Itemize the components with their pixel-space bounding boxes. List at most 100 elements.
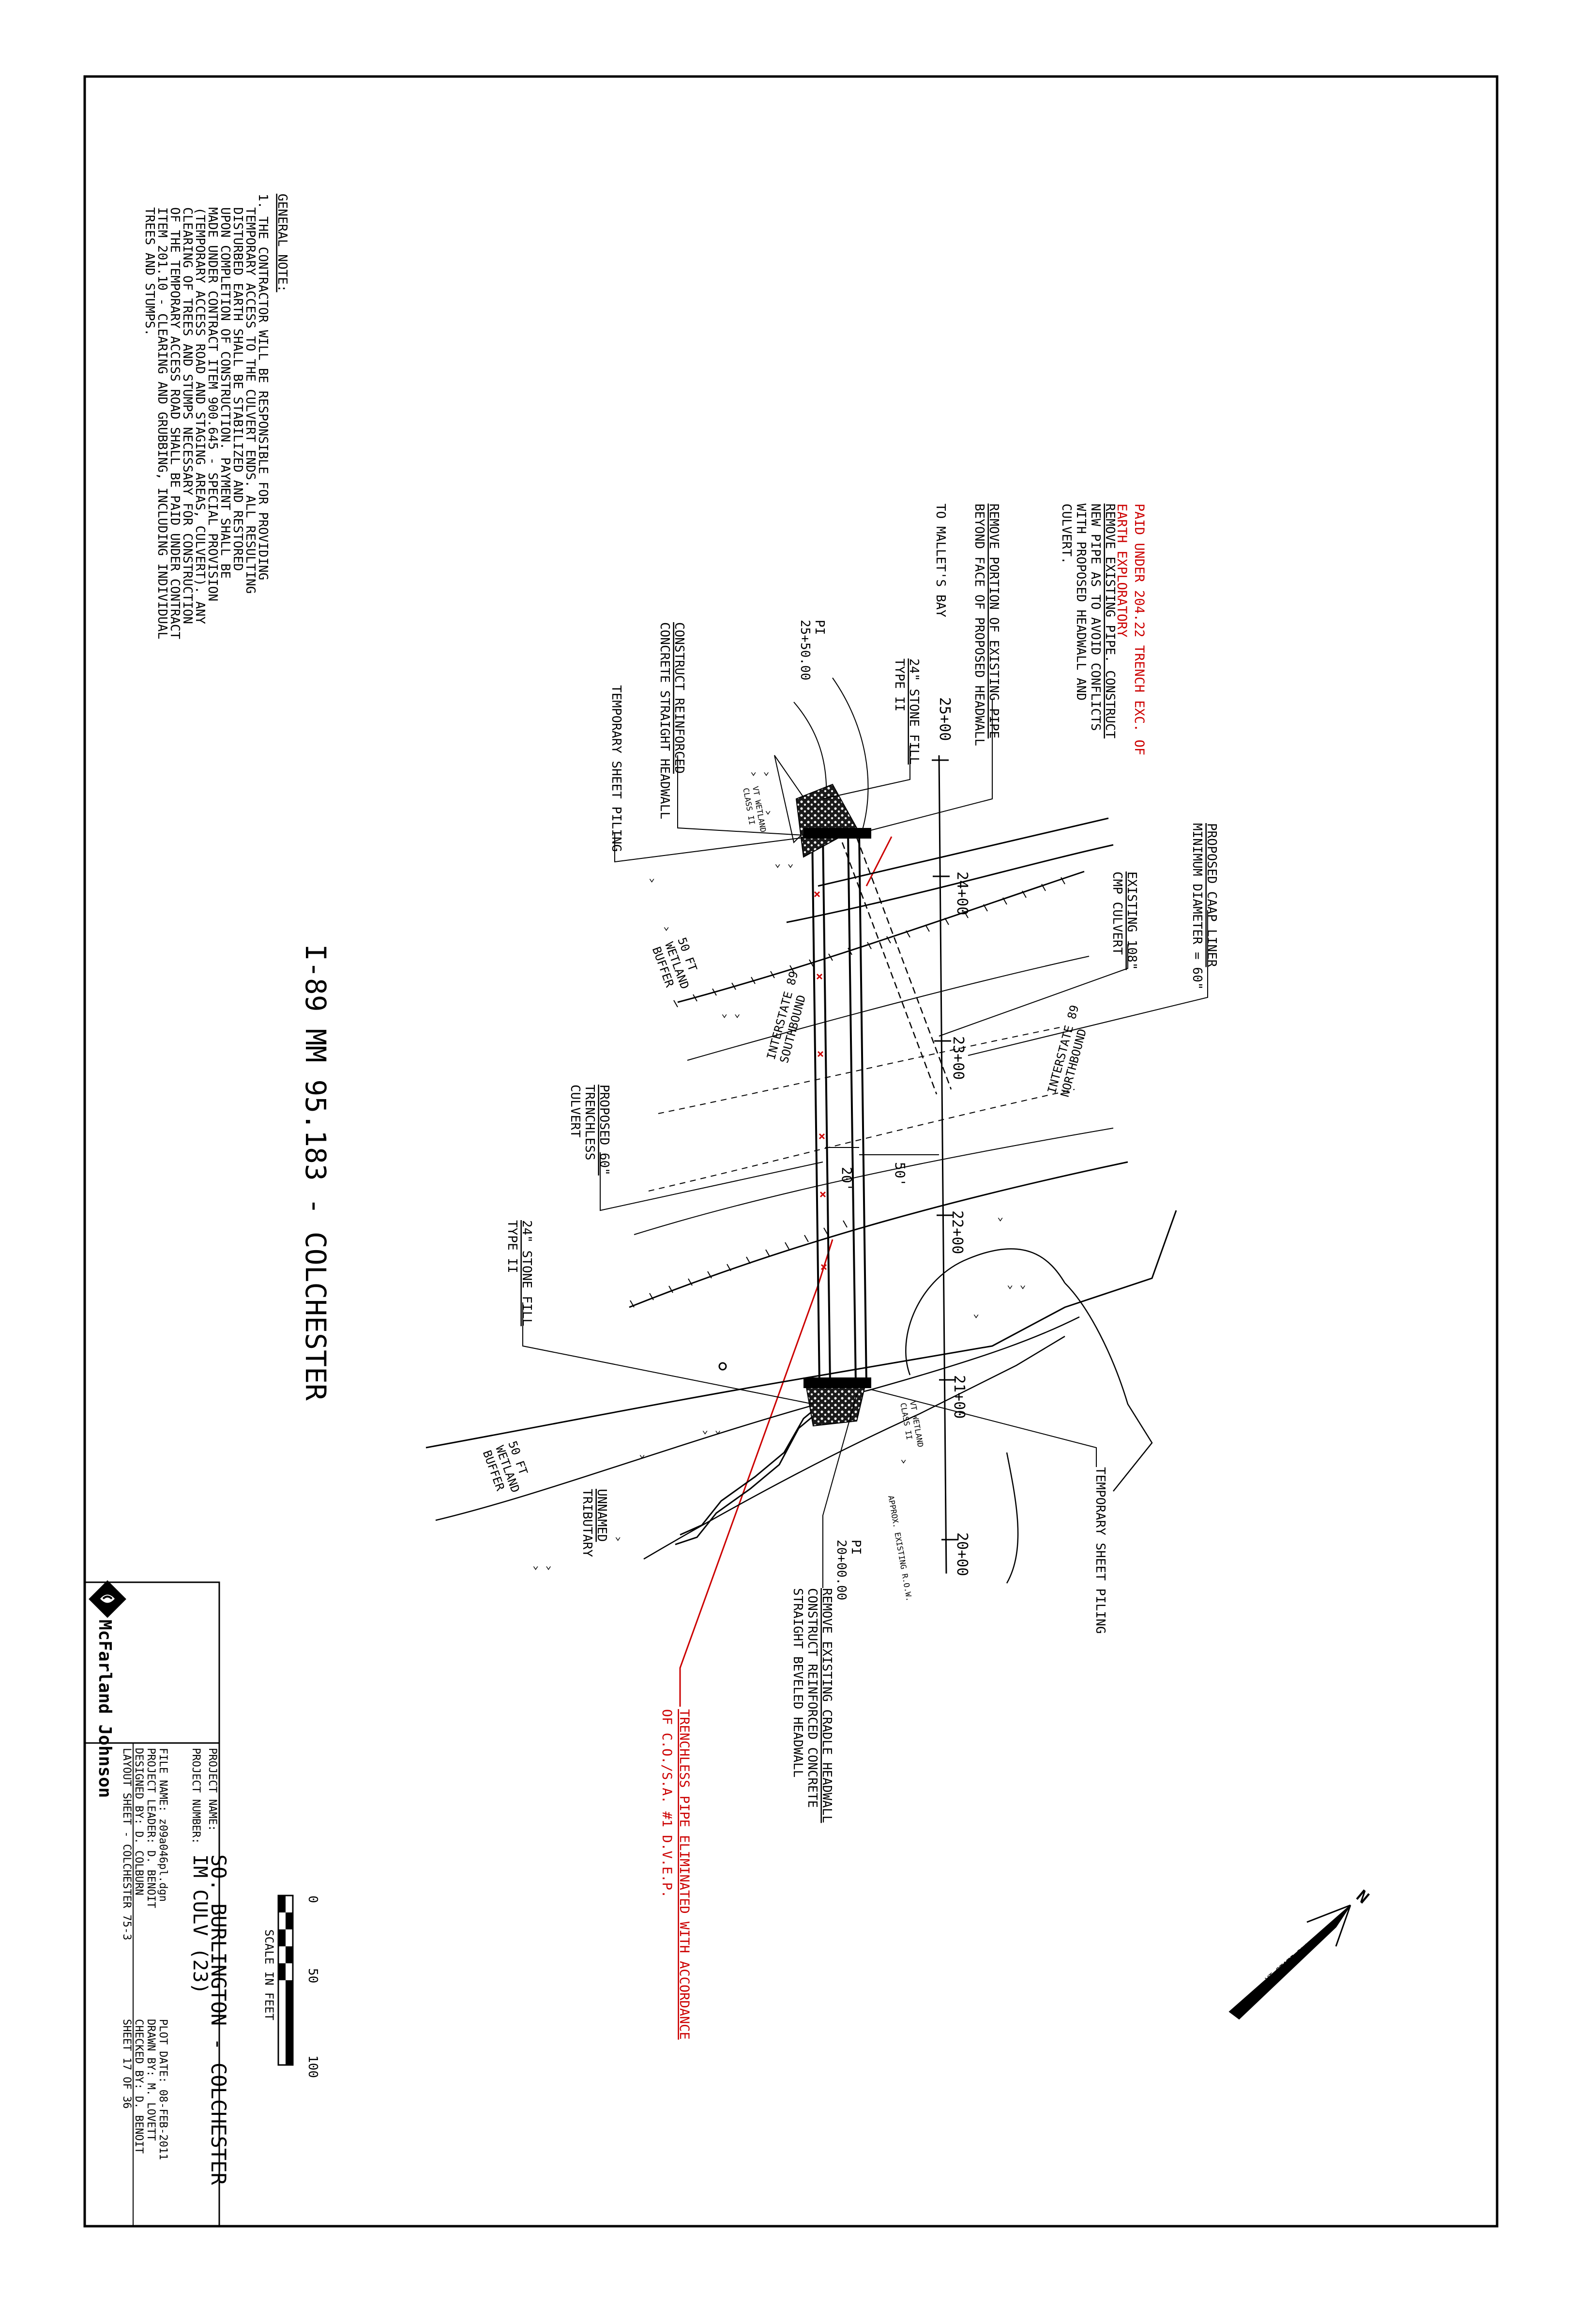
general-note-line: (TEMPORARY ACCESS ROAD AND STAGING AREAS… xyxy=(193,207,207,624)
project-number: IM CULV (23) xyxy=(189,1854,211,1994)
callout-remove-portion: REMOVE PORTION OF EXISTING PIPE BEYOND F… xyxy=(972,504,1001,746)
pi-station: 20+00.00 xyxy=(834,1540,849,1600)
callout-line: WITH PROPOSED HEADWALL AND xyxy=(1074,504,1088,701)
callout-line: TYPE II xyxy=(505,1220,519,1273)
svg-text:⌄ ⌄: ⌄ ⌄ xyxy=(1007,1279,1026,1291)
callout-line: 24" STONE FILL xyxy=(519,1220,534,1326)
callout-approx-row: APPROX. EXISTING R.O.W. xyxy=(886,1495,914,1602)
trenchless-line: OF C.O./S.A. #1 D.V.E.P. xyxy=(659,1709,674,1898)
project-number-label: PROJECT NUMBER: xyxy=(190,1748,202,1844)
callout-line: PROPOSED CAAP LINER xyxy=(1204,823,1219,967)
general-note: GENERAL NOTE: 1. THE CONTRACTOR WILL BE … xyxy=(142,194,289,640)
callout-line: NEW PIPE AS TO AVOID CONFLICTS xyxy=(1088,504,1103,731)
general-note-line: MADE UNDER CONTRACT ITEM 900.645 - SPECI… xyxy=(205,207,220,601)
general-note-line: TREES AND STUMPS. xyxy=(142,207,157,336)
scale-zero: 0 xyxy=(305,1896,320,1903)
svg-text:⌄: ⌄ xyxy=(615,1530,621,1543)
station-label: 23+00 xyxy=(950,1036,967,1080)
company-name: McFarland Johnson xyxy=(95,1620,115,1798)
callout-proposed-trenchless: PROPOSED 60" TRENCHLESS CULVERT xyxy=(568,1085,611,1176)
pi-top: PI 25+50.00 xyxy=(798,620,827,680)
callout-construct-headwall-top: CONSTRUCT REINFORCED CONCRETE STRAIGHT H… xyxy=(657,622,686,819)
svg-text:⌄: ⌄ xyxy=(973,1308,979,1320)
callout-line: TRIBUTARY xyxy=(580,1489,594,1557)
scale-label: SCALE IN FEET xyxy=(262,1929,276,2020)
title-block-line: DRAWN BY: M. LOVETT xyxy=(145,2019,157,2141)
pi-label: PI xyxy=(849,1540,863,1555)
general-note-line: ITEM 201.10 - CLEARING AND GRUBBING, INC… xyxy=(155,207,169,639)
paid-under-note: PAID UNDER 204.22 TRENCH EXC. OF EARTH E… xyxy=(1114,504,1147,755)
title-block-line: SHEET 17 OF 36 xyxy=(121,2019,133,2109)
stone-fill-top xyxy=(795,783,871,858)
svg-text:⌄: ⌄ xyxy=(639,1448,645,1460)
callout-remove-existing-pipe: REMOVE EXISTING PIPE. CONSTRUCT NEW PIPE… xyxy=(1059,504,1117,739)
callout-line: BEYOND FACE OF PROPOSED HEADWALL xyxy=(972,504,986,746)
station-label: 25+00 xyxy=(936,697,953,741)
callout-line: CMP CULVERT xyxy=(1110,872,1124,955)
project-name-label: PROJECT NAME: xyxy=(206,1748,218,1831)
callout-interstate-nb: INTERSTATE 89 NORTHBOUND xyxy=(1045,1004,1089,1099)
stone-fill-bottom xyxy=(803,1377,871,1427)
project-name: SO. BURLINGTON - COLCHESTER xyxy=(207,1854,230,2185)
svg-text:⌄: ⌄ xyxy=(765,804,771,816)
general-note-line: OF THE TEMPORARY ACCESS ROAD SHALL BE PA… xyxy=(167,207,182,640)
drawing-title: I-89 MM 95.183 - COLCHESTER xyxy=(299,944,332,1401)
company-logo xyxy=(89,1580,126,1618)
callout-interstate-sb: INTERSTATE 89 SOUTHBOUND xyxy=(764,970,808,1065)
title-block-line: PLOT DATE: 08-FEB-2011 xyxy=(157,2019,169,2160)
north-arrow: N VT STATE PLANE GRID xyxy=(1228,1886,1373,2020)
callout-line: TYPE II xyxy=(892,658,907,712)
callout-line: CONSTRUCT REINFORCED xyxy=(672,622,686,774)
survey-point xyxy=(718,1362,727,1371)
callout-line: 24" STONE FILL xyxy=(907,658,921,764)
station-ticks xyxy=(932,759,958,1541)
general-note-line: 1. THE CONTRACTOR WILL BE RESPONSIBLE FO… xyxy=(256,194,270,580)
scale-bar: 0 50 100 SCALE IN FEET xyxy=(262,1895,320,2078)
callout-wetland-buffer-top: 50 FT WETLAND BUFFER xyxy=(650,935,700,991)
sheet-border xyxy=(83,75,1499,2228)
callout-line: EXISTING 108" xyxy=(1124,872,1139,970)
north-letter: N xyxy=(1352,1886,1372,1908)
callout-vt-wetland-top: VT WETLAND CLASS II xyxy=(741,785,768,833)
callout-mallets-bay: TO MALLET'S BAY xyxy=(933,504,948,617)
general-note-line: DISTURBED EARTH SHALL BE STABILIZED AND … xyxy=(230,207,245,571)
callout-wetland-buffer-bottom: 50 FT WETLAND BUFFER xyxy=(480,1439,530,1494)
general-note-line: CLEARING OF TREES AND STUMPS NECESSARY F… xyxy=(180,207,195,624)
callout-line: REMOVE EXISTING CRADLE HEADWALL xyxy=(819,1588,834,1823)
callout-line: CONCRETE STRAIGHT HEADWALL xyxy=(657,622,672,819)
station-labels: 25+00 24+00 23+00 22+00 21+00 20+00 xyxy=(936,697,970,1576)
callout-stone-fill-top: 24" STONE FILL TYPE II xyxy=(892,658,921,764)
callout-existing-culvert: EXISTING 108" CMP CULVERT xyxy=(1110,872,1139,970)
callout-stone-fill-bottom: 24" STONE FILL TYPE II xyxy=(505,1220,534,1326)
callout-line: CULVERT xyxy=(568,1085,582,1138)
svg-text:⌄: ⌄ xyxy=(997,1211,1003,1223)
callout-temp-sheet-top: TEMPORARY SHEET PILING xyxy=(609,685,623,852)
site-linework xyxy=(425,677,1177,1584)
callout-line: REMOVE EXISTING PIPE. CONSTRUCT xyxy=(1103,504,1117,739)
callout-line: STRAIGHT BEVELED HEADWALL xyxy=(790,1588,805,1777)
callout-leaders xyxy=(522,700,1208,1588)
title-block-line: LAYOUT SHEET - COLCHESTER 75-3 xyxy=(121,1748,133,1940)
callout-line: PROPOSED 60" xyxy=(597,1085,611,1176)
headwall-top xyxy=(803,828,871,839)
general-note-line: TEMPORARY ACCESS TO THE CULVERT ENDS. AL… xyxy=(243,207,258,594)
paid-under-line: EARTH EXPLORATORY xyxy=(1114,504,1129,637)
red-leaders xyxy=(679,836,893,1707)
wetland-symbols: ⌄ ⌄⌄⌄ ⌄ ⌄⌄⌄ ⌄ ⌄⌄ ⌄⌄ ⌄ ⌄⌄⌄ ⌄ ⌄⌄ xyxy=(532,765,1026,1572)
station-label: 21+00 xyxy=(951,1375,968,1419)
pi-label: PI xyxy=(812,620,827,635)
station-label: 22+00 xyxy=(949,1210,966,1254)
callout-proposed-liner: PROPOSED CAAP LINER MINIMUM DIAMETER = 6… xyxy=(1190,823,1219,990)
svg-text:⌄ ⌄: ⌄ ⌄ xyxy=(702,1424,721,1436)
baseline xyxy=(938,755,947,1574)
paid-under-line: PAID UNDER 204.22 TRENCH EXC. OF xyxy=(1132,504,1147,755)
trenchless-note: TRENCHLESS PIPE ELIMINATED WITH ACCORDAN… xyxy=(659,1709,692,2040)
general-note-heading: GENERAL NOTE: xyxy=(275,194,289,292)
station-label: 24+00 xyxy=(954,872,970,915)
svg-text:⌄: ⌄ xyxy=(663,920,669,933)
callout-unnamed-tributary: UNNAMED TRIBUTARY xyxy=(580,1489,609,1557)
dim-50: 50' xyxy=(892,1162,908,1187)
svg-text:⌄ ⌄: ⌄ ⌄ xyxy=(750,765,770,778)
svg-text:⌄: ⌄ xyxy=(900,1453,907,1465)
wetland-edge-hatch xyxy=(630,877,1065,1308)
